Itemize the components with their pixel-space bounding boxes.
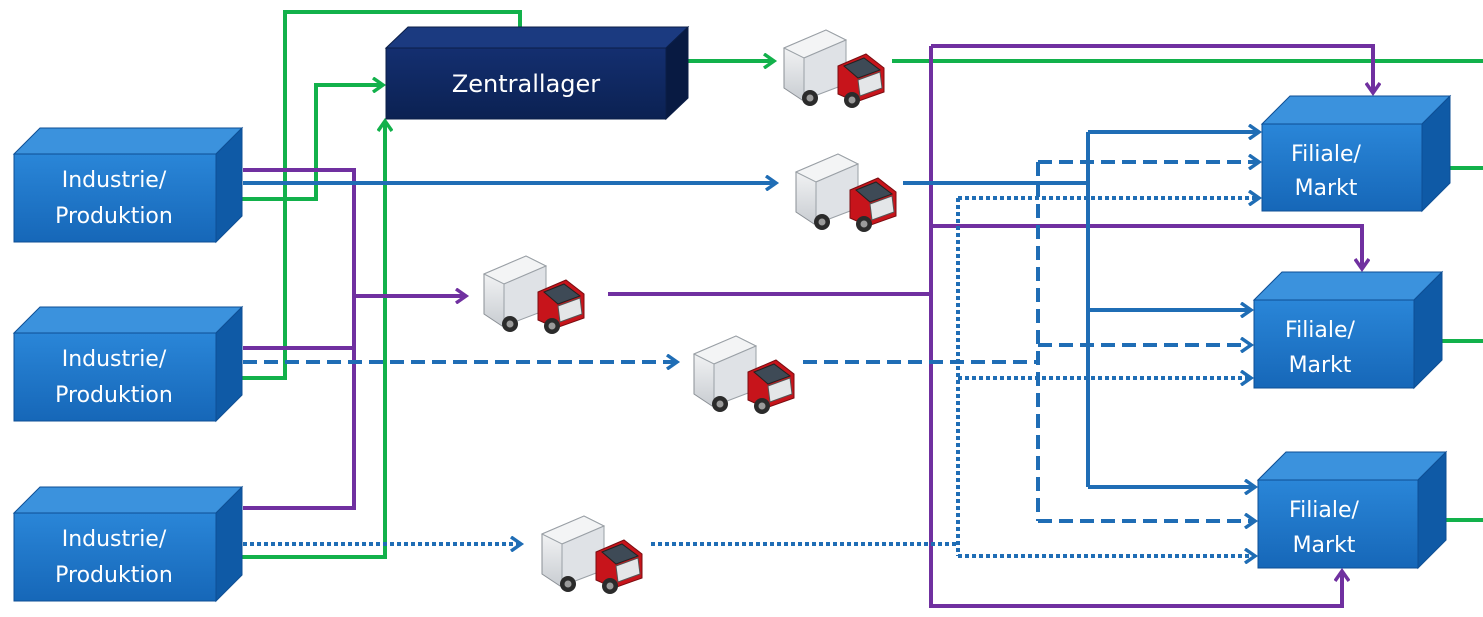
blue-dotted-flows bbox=[243, 198, 1258, 556]
store-box-2: Filiale/ Markt bbox=[1252, 270, 1444, 390]
store-label-line1: Filiale/ bbox=[1291, 142, 1362, 167]
purple-flows bbox=[243, 44, 1373, 608]
delivery-truck-icon bbox=[783, 29, 885, 109]
producer-label-line2: Produktion bbox=[55, 204, 173, 229]
green-flow-producer1-to-warehouse-left bbox=[215, 85, 382, 201]
warehouse-box: Zentrallager bbox=[384, 25, 690, 121]
producer-label-line1: Industrie/ bbox=[62, 527, 167, 552]
green-flow-producer3-to-warehouse-bottom bbox=[215, 122, 385, 559]
store-label-line2: Markt bbox=[1289, 353, 1352, 378]
green-flows bbox=[215, 10, 1483, 559]
purple-hub-vertical bbox=[929, 46, 1342, 608]
producer-box-3: Industrie/ Produktion bbox=[12, 485, 244, 603]
blue-solid-flows bbox=[243, 132, 1258, 487]
warehouse-label: Zentrallager bbox=[452, 70, 600, 98]
purple-flow-to-store1 bbox=[931, 44, 1373, 92]
purple-flow-producer1 bbox=[243, 168, 356, 510]
store-label-line2: Markt bbox=[1293, 533, 1356, 558]
producer-label-line2: Produktion bbox=[55, 563, 173, 588]
store-box-1: Filiale/ Markt bbox=[1260, 94, 1452, 213]
green-flow-producer2-to-warehouse-top bbox=[215, 10, 520, 380]
producer-label-line1: Industrie/ bbox=[62, 168, 167, 193]
producer-box-1: Industrie/ Produktion bbox=[12, 126, 244, 244]
store-label-line2: Markt bbox=[1295, 176, 1358, 201]
producer-label-line1: Industrie/ bbox=[62, 347, 167, 372]
producer-label-line2: Produktion bbox=[55, 383, 173, 408]
producer-box-2: Industrie/ Produktion bbox=[12, 305, 244, 423]
store-label-line1: Filiale/ bbox=[1289, 498, 1360, 523]
delivery-truck-icon bbox=[483, 255, 585, 335]
blue-dashed-flows bbox=[243, 162, 1258, 521]
store-box-3: Filiale/ Markt bbox=[1256, 450, 1448, 570]
delivery-truck-icon bbox=[795, 153, 897, 233]
delivery-truck-icon bbox=[693, 335, 795, 415]
purple-flow-to-store2 bbox=[931, 224, 1362, 268]
delivery-truck-icon bbox=[541, 515, 643, 595]
store-label-line1: Filiale/ bbox=[1285, 318, 1356, 343]
